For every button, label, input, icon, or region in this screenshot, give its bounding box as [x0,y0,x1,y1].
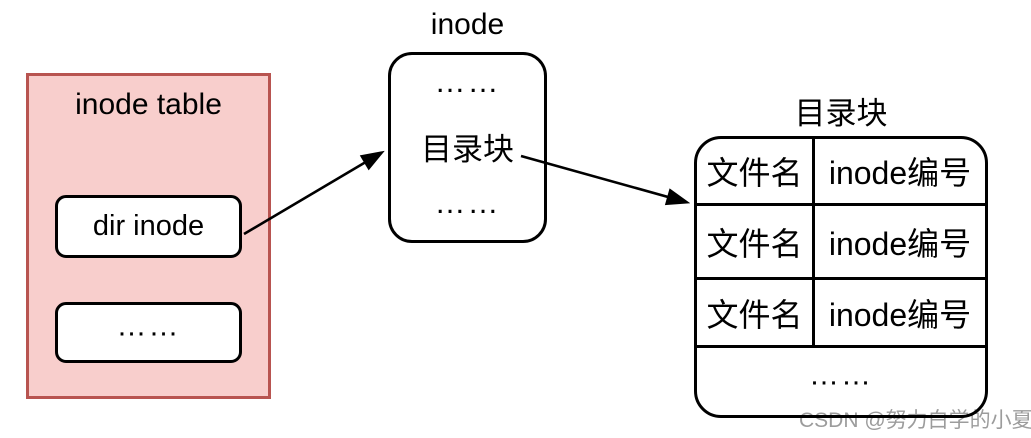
inode-node-top-ellipsis: …… [434,64,501,100]
directory-block-table: 文件名 inode编号 文件名 inode编号 文件名 inode编号 …… [694,136,988,418]
table-cell-filename: 文件名 [697,139,815,206]
table-cell-inode-number: inode编号 [815,139,985,206]
table-cell-inode-number: inode编号 [815,206,985,280]
table-cell-filename: 文件名 [697,206,815,280]
dir-inode-node: dir inode [55,195,242,258]
inode-table-container: inode table dir inode …… [26,73,271,399]
dir-inode-label: dir inode [92,210,205,242]
table-cell-inode-number: inode编号 [815,280,985,348]
table-footer-ellipsis: …… [809,357,873,391]
inode-node: …… 目录块 …… [388,52,547,243]
table-cell-filename: 文件名 [697,280,815,348]
inode-table-title: inode table [75,88,222,121]
inode-node-title: inode [430,8,505,41]
inode-table-ellipsis-label: …… [116,308,181,342]
inode-table-ellipsis-node: …… [55,302,242,363]
inode-node-directory-block-entry: 目录块 [421,131,514,167]
directory-block-title: 目录块 [794,96,888,131]
inode-node-bottom-ellipsis: …… [434,185,501,221]
